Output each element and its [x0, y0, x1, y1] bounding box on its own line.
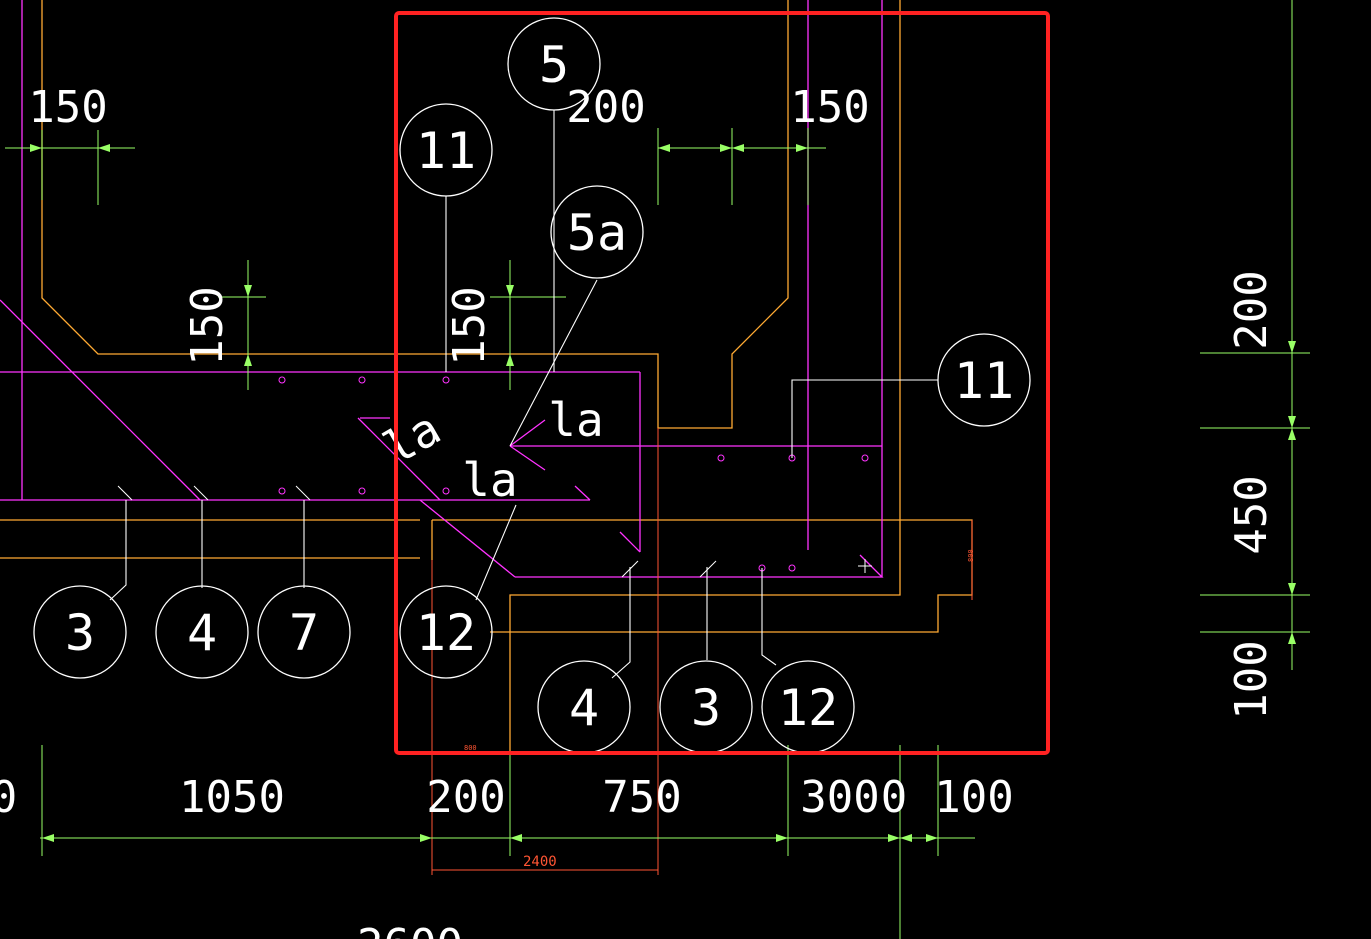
small-dim-800-b: 800	[464, 744, 477, 752]
bubble-3-bottom: 3	[691, 679, 721, 737]
anchorage-labels: la la la	[375, 393, 604, 507]
dimension-lines	[5, 0, 1310, 939]
small-dim-800-a: 800	[967, 549, 975, 562]
dim-bottom-200: 200	[426, 772, 505, 823]
bubble-12-bottom: 12	[778, 679, 838, 737]
crosshair-cursor-icon	[858, 559, 872, 573]
dim-top-150-right: 150	[790, 82, 869, 133]
bubble-4-bottom: 4	[569, 679, 599, 737]
dimension-texts: 150 200 150 150 150 200 450 100 0 1050 2…	[0, 82, 1277, 939]
bubble-11-right: 11	[954, 352, 1014, 410]
dim-right-100: 100	[1226, 640, 1277, 719]
highlight-frame	[394, 11, 1050, 755]
dimension-arrows	[30, 144, 1296, 842]
bubble-11-top: 11	[416, 122, 476, 180]
bubble-7: 7	[289, 604, 319, 662]
dim-bottom-2600: 2600	[357, 920, 463, 939]
dim-bottom-300: 300	[800, 772, 879, 823]
callout-circles	[33, 17, 1031, 754]
anchorage-label-3: la	[462, 453, 517, 507]
anchorage-label-2: la	[548, 393, 603, 447]
bubble-4-left: 4	[187, 604, 217, 662]
bubble-5: 5	[539, 36, 569, 94]
dim-bottom-100: 100	[934, 772, 1013, 823]
leader-lines	[109, 110, 938, 679]
dim-side-150-right: 150	[444, 286, 495, 365]
bubble-3-left: 3	[65, 604, 95, 662]
anchorage-label-1: la	[375, 401, 450, 475]
bar-ticks	[117, 485, 717, 578]
dim-side-150-left: 150	[182, 286, 233, 365]
dim-bottom-750: 750	[602, 772, 681, 823]
bubble-5a: 5a	[567, 204, 627, 262]
rebar-lines	[0, 0, 884, 578]
overall-dim-2400: 2400	[523, 854, 557, 870]
dim-top-150-left: 150	[28, 82, 107, 133]
dim-right-450: 450	[1226, 475, 1277, 554]
dim-bottom-0-right: 0	[881, 772, 908, 823]
dim-right-200: 200	[1226, 270, 1277, 349]
callout-labels: 5 11 5a 11 12 3 4 7 4 3 12	[65, 36, 1014, 737]
dim-bottom-0-left: 0	[0, 772, 17, 823]
red-reference-lines	[431, 428, 973, 875]
dim-top-200: 200	[566, 82, 645, 133]
bubble-12-left: 12	[416, 604, 476, 662]
dim-bottom-1050: 1050	[179, 772, 285, 823]
